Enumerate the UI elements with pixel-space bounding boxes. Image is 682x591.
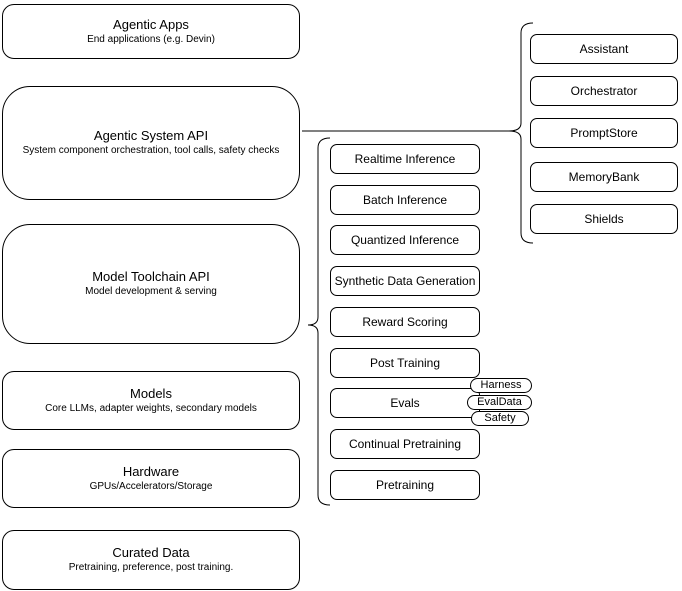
- node-title: Agentic Apps: [113, 16, 189, 32]
- toolchain-item-evals: Evals: [330, 388, 480, 418]
- toolchain-item-pretraining: Pretraining: [330, 470, 480, 500]
- toolchain-curly-brace: [307, 137, 331, 506]
- node-title: Models: [130, 385, 172, 401]
- node-curated-data: Curated Data Pretraining, preference, po…: [2, 530, 300, 590]
- node-subtitle: Pretraining, preference, post training.: [68, 562, 234, 573]
- toolchain-item-reward-scoring: Reward Scoring: [330, 307, 480, 337]
- node-subtitle: System component orchestration, tool cal…: [22, 145, 280, 156]
- node-subtitle: Model development & serving: [85, 286, 217, 297]
- eval-tag-harness: Harness: [470, 378, 532, 393]
- toolchain-item-realtime-inference: Realtime Inference: [330, 144, 480, 174]
- system-components-curly-brace: [508, 22, 534, 244]
- toolchain-item-quantized-inference: Quantized Inference: [330, 225, 480, 255]
- eval-tag-safety: Safety: [471, 411, 529, 426]
- node-title: Curated Data: [112, 545, 190, 560]
- node-subtitle: Core LLMs, adapter weights, secondary mo…: [45, 402, 257, 414]
- toolchain-item-synthetic-data-generation: Synthetic Data Generation: [330, 266, 480, 296]
- node-agentic-system-api: Agentic System API System component orch…: [2, 86, 300, 200]
- eval-tag-evaldata: EvalData: [467, 395, 532, 410]
- node-title: Model Toolchain API: [92, 269, 210, 284]
- system-component-shields: Shields: [530, 204, 678, 234]
- toolchain-item-batch-inference: Batch Inference: [330, 185, 480, 215]
- toolchain-item-post-training: Post Training: [330, 348, 480, 378]
- node-title: Hardware: [122, 463, 180, 479]
- toolchain-item-continual-pretraining: Continual Pretraining: [330, 429, 480, 459]
- system-component-memorybank: MemoryBank: [530, 162, 678, 192]
- node-subtitle: End applications (e.g. Devin): [87, 33, 215, 45]
- system-component-assistant: Assistant: [530, 34, 678, 64]
- node-agentic-apps: Agentic Apps End applications (e.g. Devi…: [2, 4, 300, 59]
- node-models: Models Core LLMs, adapter weights, secon…: [2, 371, 300, 430]
- node-model-toolchain-api: Model Toolchain API Model development & …: [2, 224, 300, 344]
- node-title: Agentic System API: [93, 128, 209, 143]
- node-subtitle: GPUs/Accelerators/Storage: [89, 480, 213, 492]
- system-component-orchestrator: Orchestrator: [530, 76, 678, 106]
- node-hardware: Hardware GPUs/Accelerators/Storage: [2, 449, 300, 508]
- system-component-promptstore: PromptStore: [530, 118, 678, 148]
